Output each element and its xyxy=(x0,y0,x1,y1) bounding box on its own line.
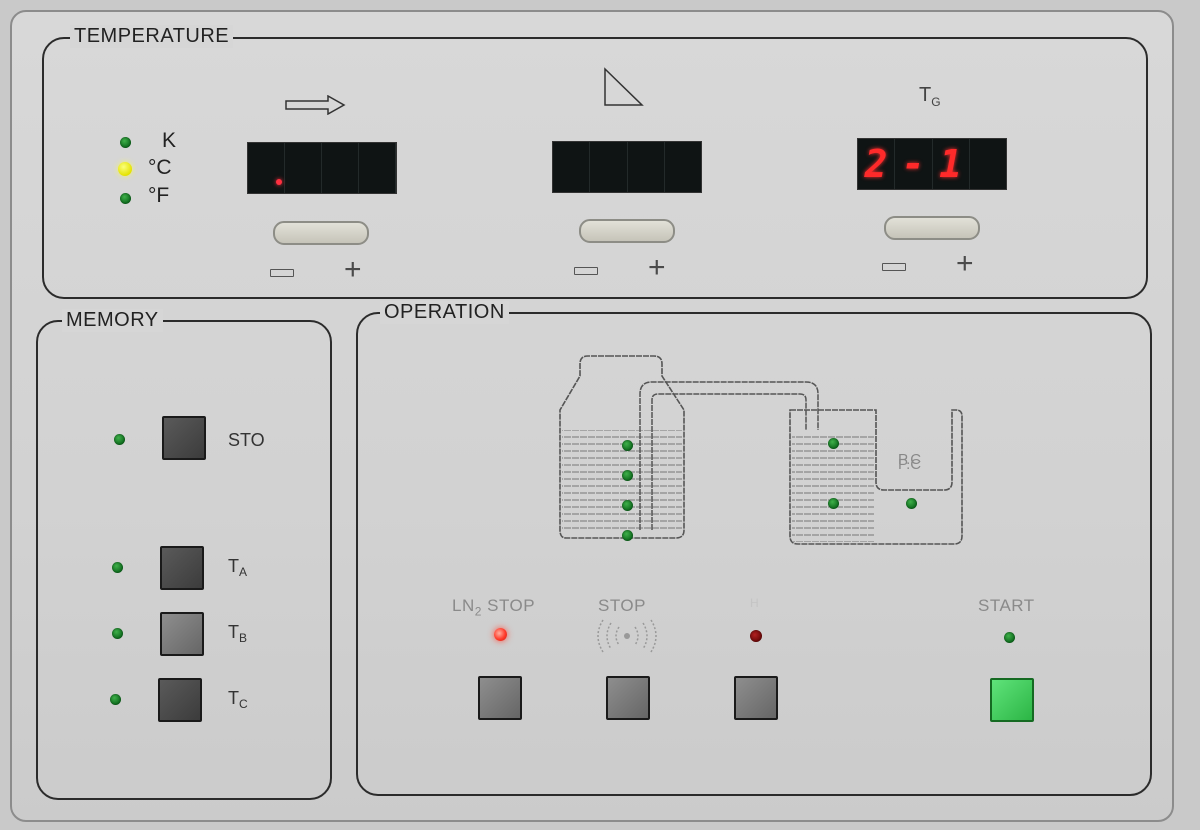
dewar-level-led-4 xyxy=(622,530,633,541)
digit xyxy=(628,142,665,192)
unit-f-label[interactable]: °F xyxy=(148,184,170,207)
digit: 2 xyxy=(858,139,896,189)
start-led xyxy=(1004,632,1015,643)
control-panel: TEMPERATURE K °C °F + xyxy=(10,10,1174,822)
alarm-sound-icon xyxy=(597,619,657,653)
heater-label: H xyxy=(750,596,760,610)
memory-title: MEMORY xyxy=(62,309,163,332)
digit xyxy=(322,143,359,193)
ln2-stop-label: LN2 STOP xyxy=(452,596,536,619)
stop-button[interactable] xyxy=(606,676,650,720)
ramp-minus-icon[interactable] xyxy=(574,267,598,275)
ramp-display xyxy=(552,141,702,193)
heater-led xyxy=(750,630,762,642)
digit: - xyxy=(895,139,933,189)
unit-c-led xyxy=(118,162,132,176)
temperature-section: TEMPERATURE K °C °F + xyxy=(42,25,1148,299)
digit xyxy=(248,143,285,193)
tc-led xyxy=(110,694,121,705)
sto-label: STO xyxy=(228,430,265,450)
arrow-right-icon xyxy=(285,95,346,115)
chamber-level-led-2 xyxy=(828,498,839,509)
memory-section: MEMORY STO TA TB TC xyxy=(36,309,332,800)
ln2-stop-led xyxy=(494,628,507,641)
tb-led xyxy=(112,628,123,639)
digit xyxy=(970,139,1006,189)
sto-button[interactable] xyxy=(162,416,206,460)
heater-button[interactable] xyxy=(734,676,778,720)
digit xyxy=(590,142,628,192)
ln2-stop-button[interactable] xyxy=(478,676,522,720)
ta-led xyxy=(112,562,123,573)
tb-label: TB xyxy=(228,622,248,645)
ta-label: TA xyxy=(228,556,248,579)
actual-temp-rocker[interactable] xyxy=(273,221,369,245)
ramp-rocker[interactable] xyxy=(579,219,675,243)
decimal-point xyxy=(276,179,282,185)
dewar-level-led-1 xyxy=(622,440,633,451)
unit-k-label[interactable]: K xyxy=(162,129,177,152)
target-temp-label: TG xyxy=(919,84,941,109)
chamber-level-led-1 xyxy=(828,438,839,449)
digit xyxy=(285,143,322,193)
ramp-triangle-icon xyxy=(604,67,644,106)
unit-c-label[interactable]: °C xyxy=(148,156,172,179)
svg-text:P.C: P.C xyxy=(898,451,921,468)
digit: 1 xyxy=(933,139,970,189)
digit xyxy=(553,142,591,192)
stop-label: STOP xyxy=(598,596,646,615)
digit xyxy=(665,142,701,192)
actual-plus-icon[interactable]: + xyxy=(344,253,362,286)
sto-led xyxy=(114,434,125,445)
start-button[interactable] xyxy=(990,678,1034,722)
unit-f-led xyxy=(120,193,131,204)
dewar-level-led-3 xyxy=(622,500,633,511)
target-minus-icon[interactable] xyxy=(882,263,906,271)
dewar-level-led-2 xyxy=(622,470,633,481)
temperature-title: TEMPERATURE xyxy=(70,25,234,48)
actual-minus-icon[interactable] xyxy=(270,269,294,277)
target-plus-icon[interactable]: + xyxy=(956,247,974,280)
start-label: START xyxy=(978,596,1035,615)
tc-button[interactable] xyxy=(158,678,202,722)
pc-label: P.C xyxy=(898,456,922,473)
ta-button[interactable] xyxy=(160,546,204,590)
target-temp-rocker[interactable] xyxy=(884,216,980,240)
operation-title: OPERATION xyxy=(380,301,509,324)
pc-led xyxy=(906,498,917,509)
nitrogen-dewar-diagram: P.C xyxy=(559,355,963,545)
tc-label: TC xyxy=(228,688,248,711)
tb-button[interactable] xyxy=(160,612,204,656)
ramp-plus-icon[interactable]: + xyxy=(648,251,666,284)
target-temp-display: 2 - 1 xyxy=(857,138,1007,190)
operation-section: OPERATION P.C P.C LN2 S xyxy=(356,301,1152,796)
digit xyxy=(359,143,396,193)
unit-k-led xyxy=(120,137,131,148)
actual-temp-display xyxy=(247,142,397,194)
